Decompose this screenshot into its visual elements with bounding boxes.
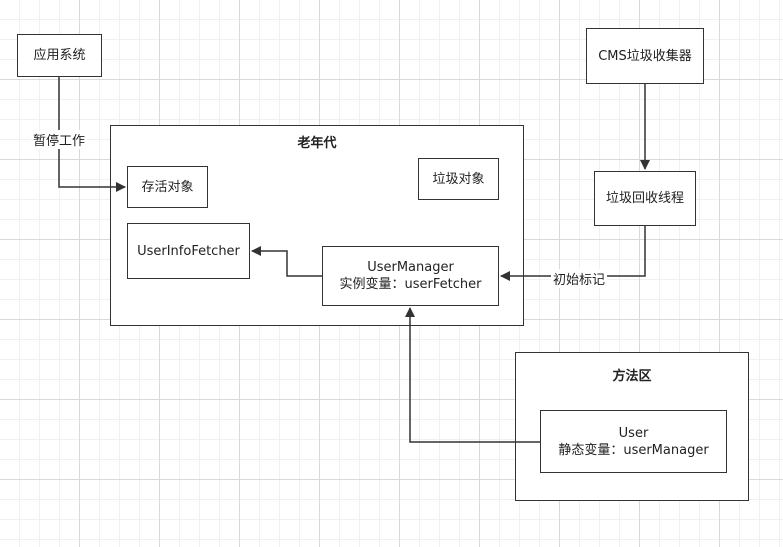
gc-thread-node: 垃圾回收线程 <box>594 171 696 226</box>
app-system-label: 应用系统 <box>33 48 86 63</box>
method-area-title: 方法区 <box>612 369 652 384</box>
user-manager-field: 实例变量：userFetcher <box>339 277 482 292</box>
garbage-object-node: 垃圾对象 <box>418 158 499 200</box>
live-object-node: 存活对象 <box>127 166 208 208</box>
user-manager-node: UserManager 实例变量：userFetcher <box>322 246 499 306</box>
cms-collector-node: CMS垃圾收集器 <box>586 28 704 84</box>
edge-label-initial-mark: 初始标记 <box>551 269 608 288</box>
user-info-fetcher-label: UserInfoFetcher <box>137 243 240 259</box>
edge-label-pause-work: 暂停工作 <box>31 130 88 149</box>
user-name: User <box>618 425 649 441</box>
garbage-object-label: 垃圾对象 <box>432 171 485 187</box>
user-manager-name: UserManager <box>367 260 454 275</box>
live-object-label: 存活对象 <box>141 179 194 195</box>
cms-collector-label: CMS垃圾收集器 <box>598 48 692 64</box>
user-node: User 静态变量：userManager <box>540 410 727 473</box>
app-system-node: 应用系统 <box>17 34 102 77</box>
old-generation-title: 老年代 <box>297 136 337 151</box>
gc-thread-label: 垃圾回收线程 <box>605 191 684 206</box>
user-field: 静态变量：userManager <box>558 442 709 458</box>
user-info-fetcher-node: UserInfoFetcher <box>127 223 250 279</box>
